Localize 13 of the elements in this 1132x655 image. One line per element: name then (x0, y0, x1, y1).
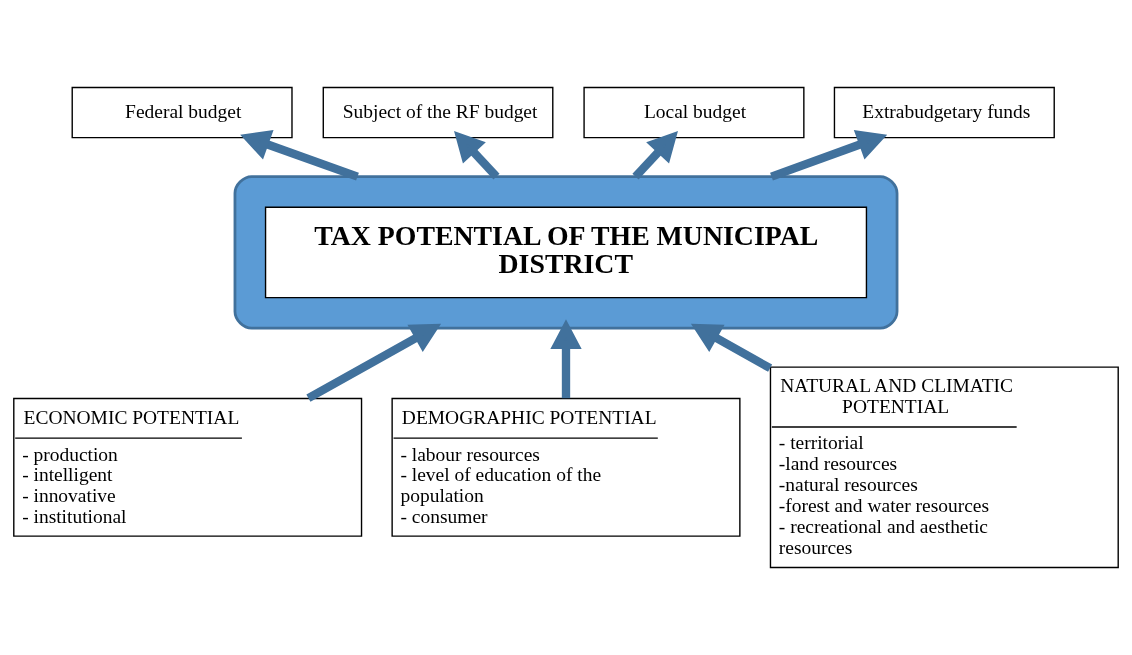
arrow (306, 323, 442, 402)
arrow (240, 130, 359, 181)
node-box: Federal budget (71, 86, 293, 139)
arrow (632, 131, 678, 180)
arrow (690, 323, 773, 372)
cluster (233, 175, 899, 330)
arrow (770, 130, 888, 181)
node-box: Local budget (583, 86, 805, 139)
node-box: Subject of the RF budget (322, 86, 554, 139)
node-box: Extrabudgetary funds (833, 86, 1055, 139)
arrow (454, 131, 500, 180)
node-box: TAX POTENTIAL OF THE MUNICIPAL DISTRICT (264, 206, 868, 299)
arrow (550, 319, 582, 399)
